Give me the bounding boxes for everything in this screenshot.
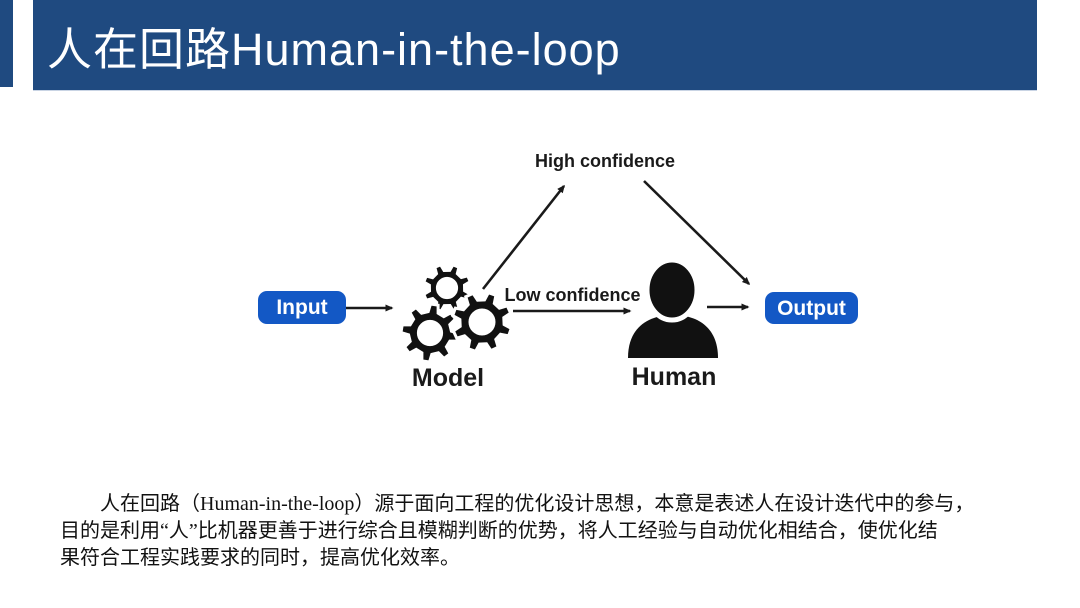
person-head: [644, 257, 700, 323]
low-confidence-label: Low confidence: [504, 285, 641, 305]
output-node: Output: [765, 292, 858, 324]
gear-left-icon: [399, 302, 461, 364]
high-confidence-label: High confidence: [534, 151, 675, 171]
input-node: Input: [258, 291, 346, 324]
person-shoulders: [628, 315, 718, 358]
human-label: Human: [631, 363, 717, 391]
body-paragraph: 人在回路（Human-in-the-loop）源于面向工程的优化设计思想，本意是…: [60, 491, 1022, 572]
arrow-model-to-high-confidence: [481, 184, 566, 290]
gear-top-icon: [421, 262, 473, 314]
body-line-3: 果符合工程实践要求的同时，提高优化效率。: [60, 547, 460, 569]
person-icon: [628, 257, 718, 358]
model-label: Model: [411, 364, 485, 392]
page-title: 人在回路Human-in-the-loop: [47, 23, 621, 75]
arrow-high-confidence-to-output: [643, 180, 751, 286]
gears-icon: [399, 262, 514, 364]
body-line-1: 人在回路（Human-in-the-loop）源于面向工程的优化设计思想，本意是…: [100, 493, 975, 515]
header-bar: 人在回路Human-in-the-loop: [33, 0, 1037, 90]
header-accent-bar: [0, 0, 13, 87]
body-line-2: 目的是利用“人”比机器更善于进行综合且模糊判断的优势，将人工经验与自动优化相结合…: [60, 520, 938, 542]
